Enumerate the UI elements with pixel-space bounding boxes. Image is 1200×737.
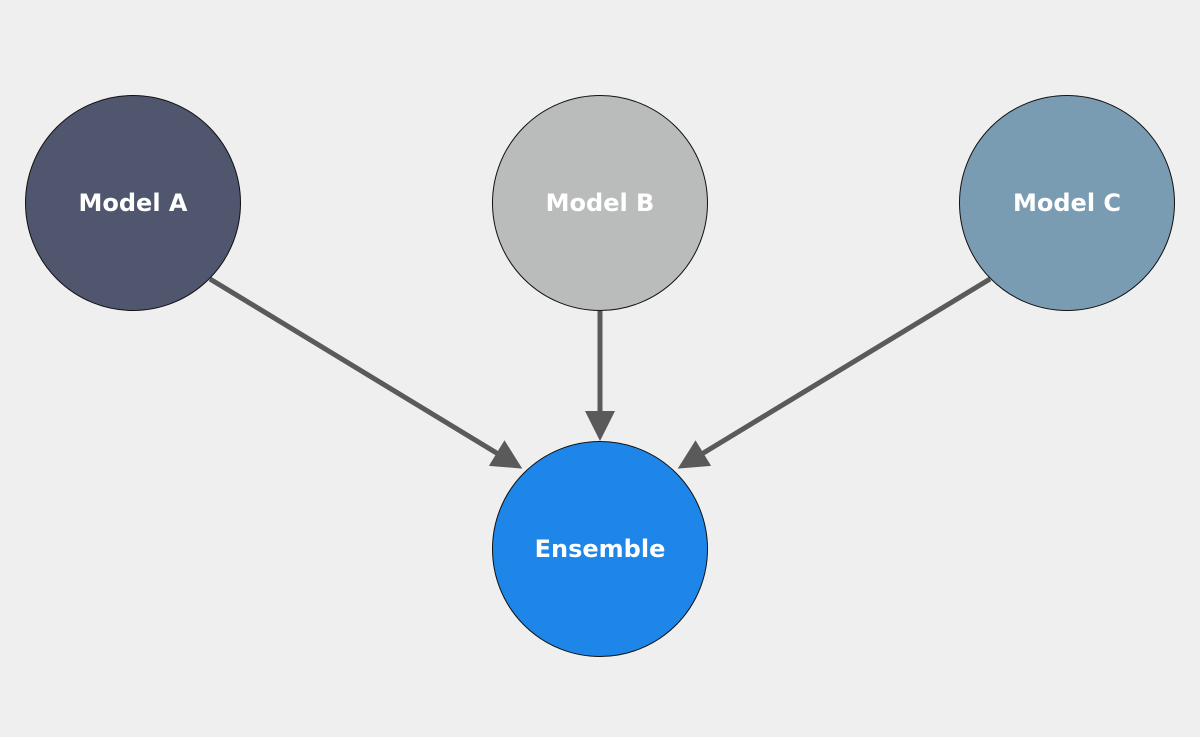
edge-model-a-to-ensemble: [208, 276, 523, 469]
node-ensemble-label: Ensemble: [534, 535, 666, 563]
node-model-b: Model B: [492, 95, 708, 311]
node-model-b-label: Model B: [545, 189, 655, 217]
edge-model-c-to-ensemble: [677, 276, 992, 469]
node-model-c-label: Model C: [1012, 189, 1122, 217]
node-ensemble: Ensemble: [492, 441, 708, 657]
node-model-a-label: Model A: [78, 189, 188, 217]
node-model-c: Model C: [959, 95, 1175, 311]
node-model-a: Model A: [25, 95, 241, 311]
